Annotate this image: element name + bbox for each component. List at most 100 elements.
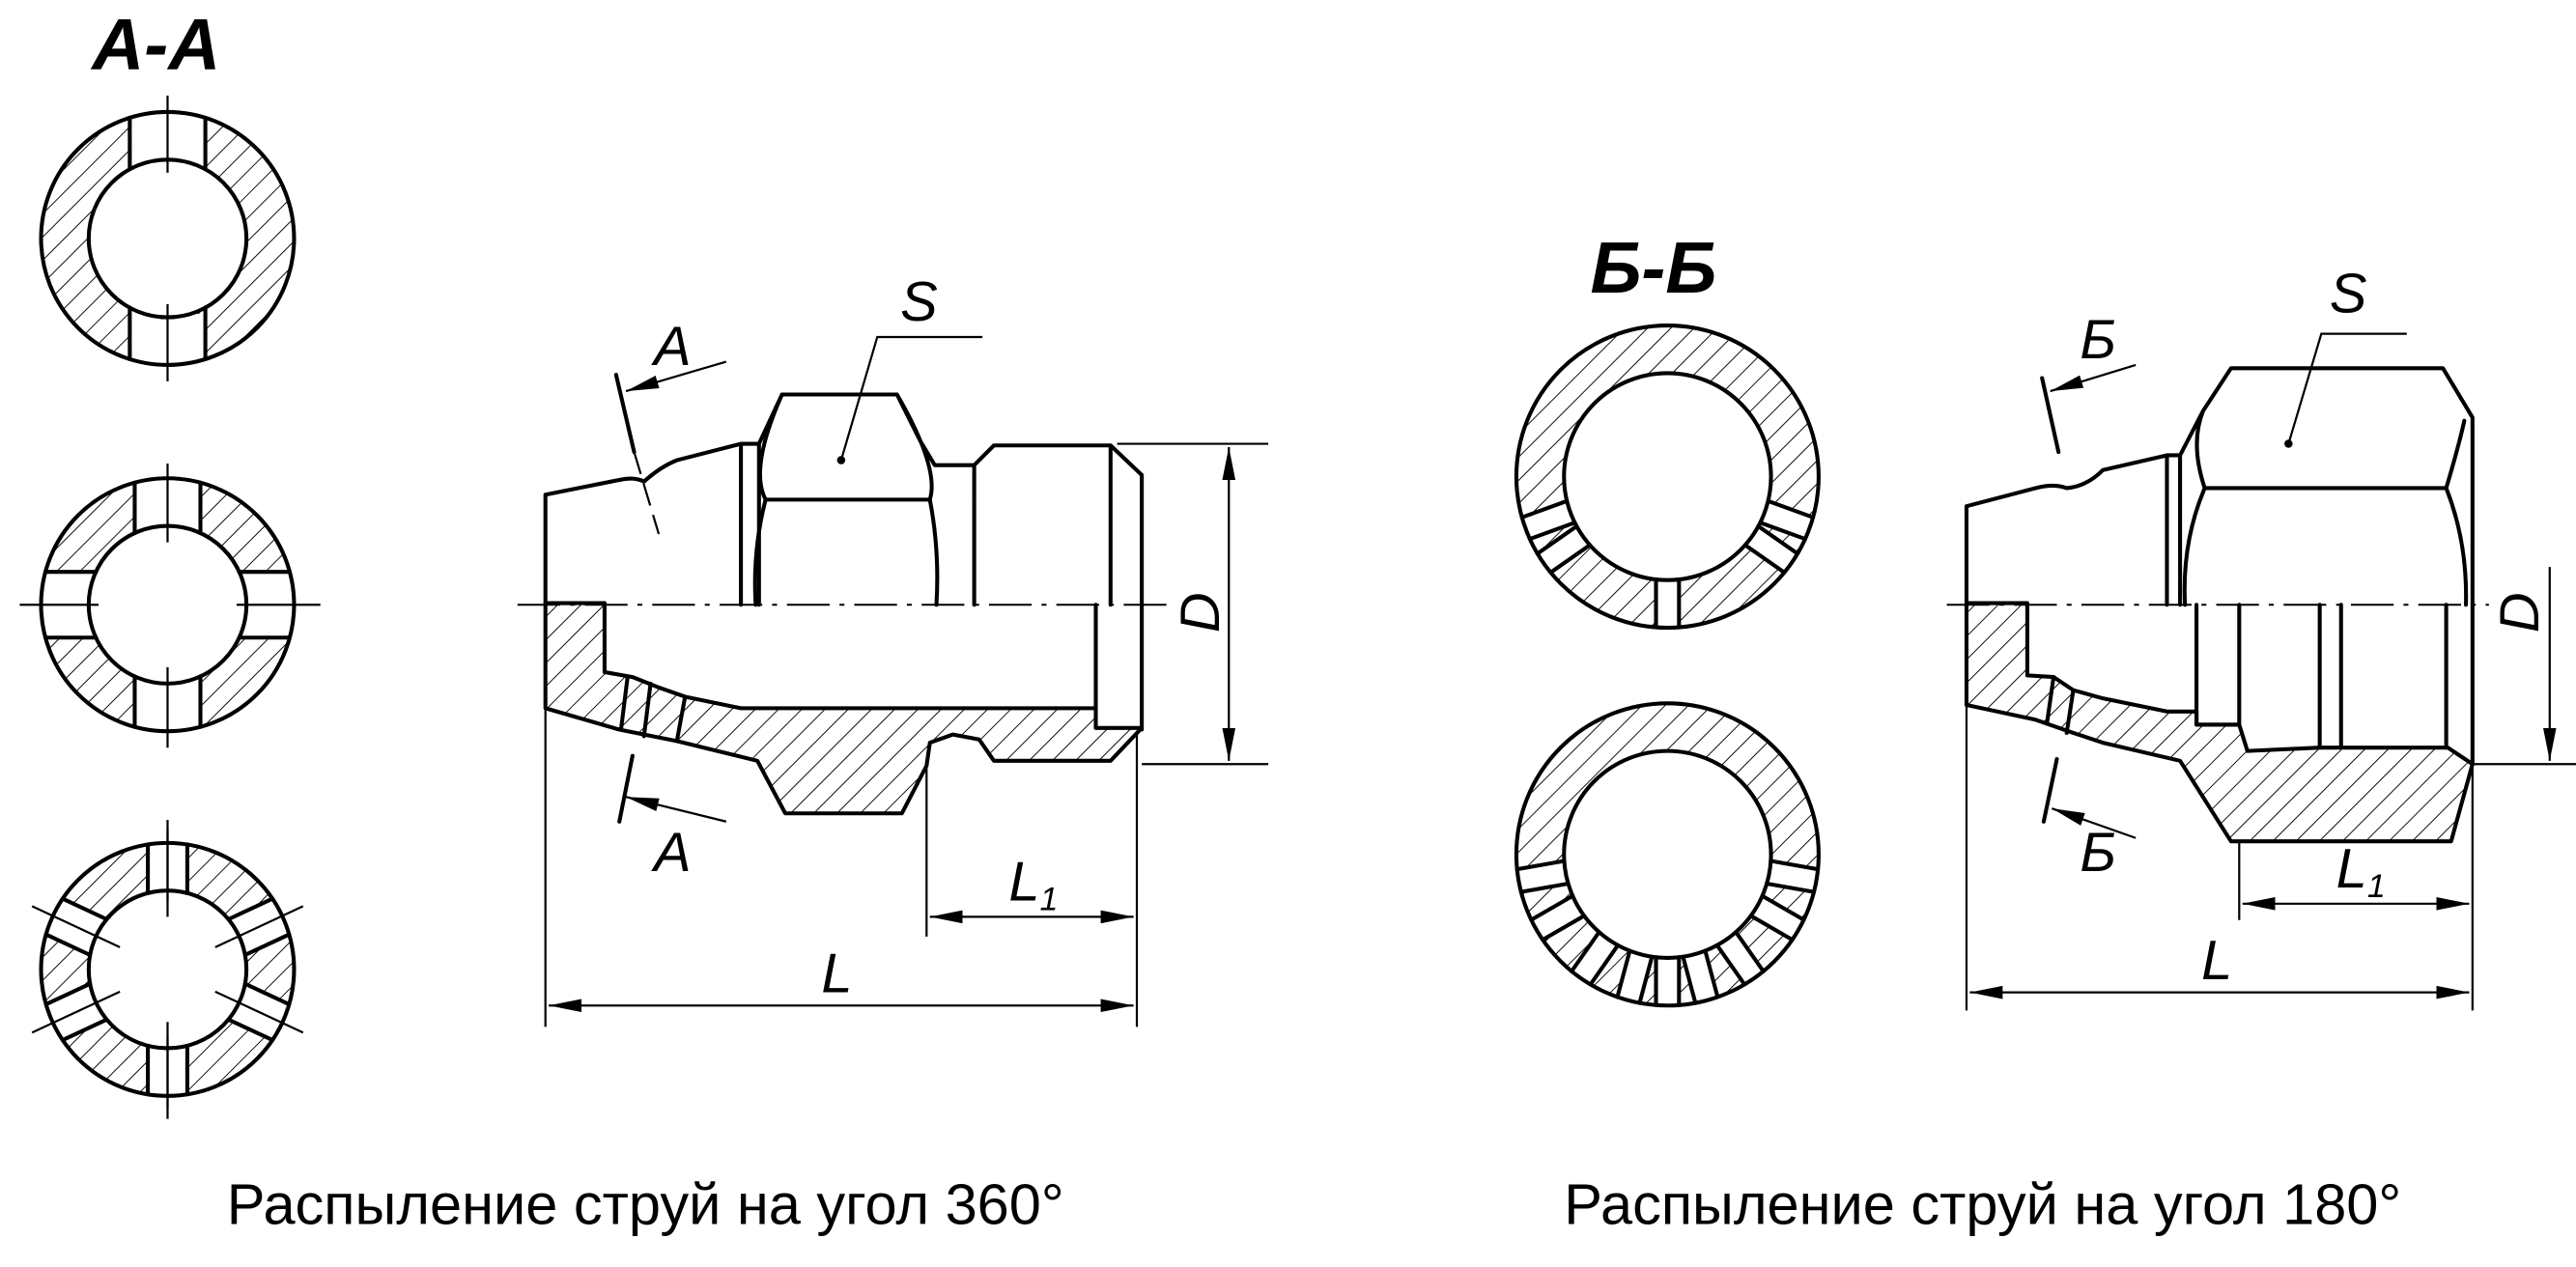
dim-label-l1: L1 [1008, 851, 1058, 917]
left-view-360: А-А А А S D [19, 4, 1269, 1236]
cut-line-a-bottom [617, 753, 635, 824]
right-view-180: Б-Б Б Б S D L L1 Распыле [1513, 227, 2576, 1236]
section-b-b-rings [1513, 324, 1822, 1009]
channel-wall [1518, 881, 1571, 894]
cut-arrow-b-bottom [2052, 807, 2137, 839]
channel-wall [1637, 954, 1655, 1005]
channel-wall [1535, 523, 1579, 556]
jet-channel [1656, 577, 1680, 632]
cut-line-b-bottom [2041, 757, 2059, 824]
channel-wall [1769, 859, 1821, 872]
channel-wall [1714, 943, 1747, 987]
section-ring [1514, 324, 1821, 632]
cut-label-a-top: А [651, 316, 692, 378]
channel-wall [60, 896, 109, 921]
cut-label-b-bottom: Б [2080, 822, 2116, 884]
ring-hatch [41, 842, 295, 1096]
channel-wall [1615, 948, 1632, 1000]
dim-label-l: L [2201, 930, 2232, 992]
channel-wall [1588, 943, 1621, 987]
cut-line-a-top [613, 373, 637, 455]
channel-wall [1748, 914, 1795, 943]
jet-channel [1715, 929, 1766, 988]
nozzle-body-360: А А S D L L1 [517, 271, 1269, 1028]
section-a-a-rings [19, 95, 321, 1119]
jet-channel [1757, 499, 1817, 541]
ring-hatch [41, 111, 295, 365]
cut-line-b-top [2040, 376, 2061, 455]
channel-centerline [31, 990, 121, 1034]
dim-label-s: S [900, 271, 938, 333]
cut-label-b-top: Б [2080, 309, 2116, 371]
ring-inner-circle [86, 157, 249, 320]
jet-channel [1527, 894, 1587, 943]
dim-label-d: D [1170, 592, 1231, 633]
channel-wall [226, 896, 275, 921]
body-outline-upper [543, 441, 761, 607]
channel-wall [60, 1017, 109, 1043]
ring-hatch [41, 478, 295, 732]
dim-label-l1: L1 [2336, 838, 2386, 905]
channel-wall [1760, 893, 1806, 922]
jet-channel [1682, 947, 1719, 1007]
jet-channel [1518, 499, 1577, 541]
channel-wall [43, 932, 93, 957]
body-section-hatched [543, 601, 1145, 816]
section-title-b-b: Б-Б [1590, 227, 1716, 308]
channel-wall [1529, 893, 1575, 922]
nut-bore [2045, 603, 2449, 750]
channel-wall [1742, 543, 1787, 575]
extension-lines-d [1117, 442, 1269, 766]
channel-wall [43, 981, 93, 1007]
channel-wall [1681, 954, 1698, 1005]
leader-line-s [839, 335, 983, 461]
channel-wall [1527, 521, 1577, 542]
ring-hatch [1515, 325, 1819, 629]
channel-wall [1570, 930, 1601, 973]
section-ring [1513, 701, 1822, 1009]
channel-wall [1758, 521, 1807, 542]
channel-wall [1766, 498, 1816, 520]
ring-inner-circle [1562, 371, 1773, 582]
jet-channel [1656, 954, 1680, 1009]
channel-wall [1541, 914, 1587, 943]
jet-channel [1742, 524, 1801, 576]
cut-dash-a [633, 451, 661, 535]
jet-channel [1534, 524, 1593, 576]
cut-arrow-a-top [625, 360, 727, 393]
jet-channel [1569, 929, 1620, 988]
ring-hatch [1515, 703, 1819, 1006]
channel-wall [242, 981, 292, 1007]
extension-lines-l [544, 710, 1139, 1028]
channel-wall [1703, 948, 1720, 1000]
channel-wall [1514, 859, 1567, 872]
ring-outer-circle [1514, 701, 1821, 1008]
centerline [19, 463, 321, 748]
caption-360: Распыление струй на угол 360° [227, 1171, 1064, 1236]
hex-outline [2178, 366, 2475, 767]
body-outline-upper [1964, 453, 2183, 607]
channel-wall [226, 1017, 275, 1043]
channel-centerline [214, 905, 304, 948]
dim-label-d: D [2489, 592, 2551, 633]
dim-label-s: S [2330, 263, 2367, 324]
dim-label-l: L [821, 943, 852, 1005]
ring-outer-circle [1514, 324, 1821, 631]
channel-centerline [31, 905, 121, 948]
bore-step [618, 603, 1098, 744]
cut-arrow-a-bottom [625, 796, 727, 823]
channel-wall [1548, 543, 1593, 575]
ring-inner-circle [86, 523, 249, 686]
channel-wall [1756, 523, 1800, 556]
jet-channel [1748, 894, 1807, 943]
channel-wall [242, 932, 292, 957]
caption-180: Распыление струй на угол 180° [1564, 1171, 2401, 1236]
channel-centerline [214, 990, 304, 1034]
section-title-a-a: А-А [90, 4, 220, 85]
cut-arrow-b-top [2050, 363, 2137, 393]
hex-outline [752, 392, 1145, 732]
channel-wall [1734, 930, 1766, 973]
channel-wall [1765, 881, 1817, 894]
extension-lines-l [1965, 706, 2474, 1011]
